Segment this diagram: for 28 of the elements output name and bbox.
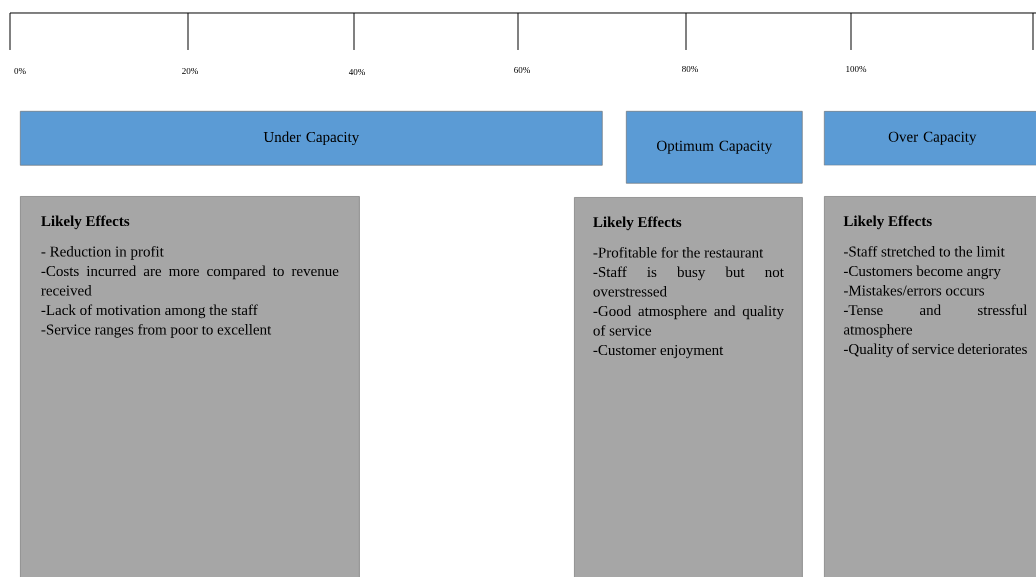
effects-box xyxy=(824,196,1036,577)
effects-heading: Likely Effects xyxy=(41,215,130,230)
range-bar: Optimum Capacity xyxy=(626,111,803,184)
effect-text: -Staff stretched to the limit xyxy=(843,245,1005,257)
effect-text: -Mistakes/errors occurs xyxy=(843,285,985,296)
effect-text: -Staff is busy but not overstressed xyxy=(593,266,784,297)
effect-text: -Customer enjoyment xyxy=(593,345,724,359)
range-bar: Over Capacity xyxy=(824,111,1036,166)
range-bar: Under Capacity xyxy=(20,111,603,166)
effects-box xyxy=(574,197,803,577)
effects-heading: Likely Effects xyxy=(843,215,932,230)
effect-text: -Quality of service deteriorates xyxy=(843,343,1027,358)
effect-text: - Reduction in profit xyxy=(41,245,164,260)
tick-label: 80% xyxy=(682,65,698,73)
effects-box xyxy=(20,196,360,577)
effect-text: -Tense and stressful atmosphere xyxy=(843,304,1028,338)
tick-label: 100% xyxy=(846,65,867,73)
tick-label: 60% xyxy=(514,66,530,74)
effect-text: -Service ranges from poor to excellent xyxy=(41,323,272,338)
effect-text: -Good atmosphere and quality of service xyxy=(593,305,784,336)
effects-heading: Likely Effects xyxy=(593,216,682,231)
tick-label: 40% xyxy=(348,68,365,76)
effect-text: -Profitable for the restaurant xyxy=(593,246,764,258)
effect-text: -Costs incurred are more compared to revenue received xyxy=(41,265,339,296)
tick-label: 20% xyxy=(182,67,198,75)
effect-text: -Customers become angry xyxy=(843,265,1001,280)
effect-text: -Lack of motivation among the staff xyxy=(41,304,258,319)
tick-label: 0% xyxy=(14,67,26,75)
